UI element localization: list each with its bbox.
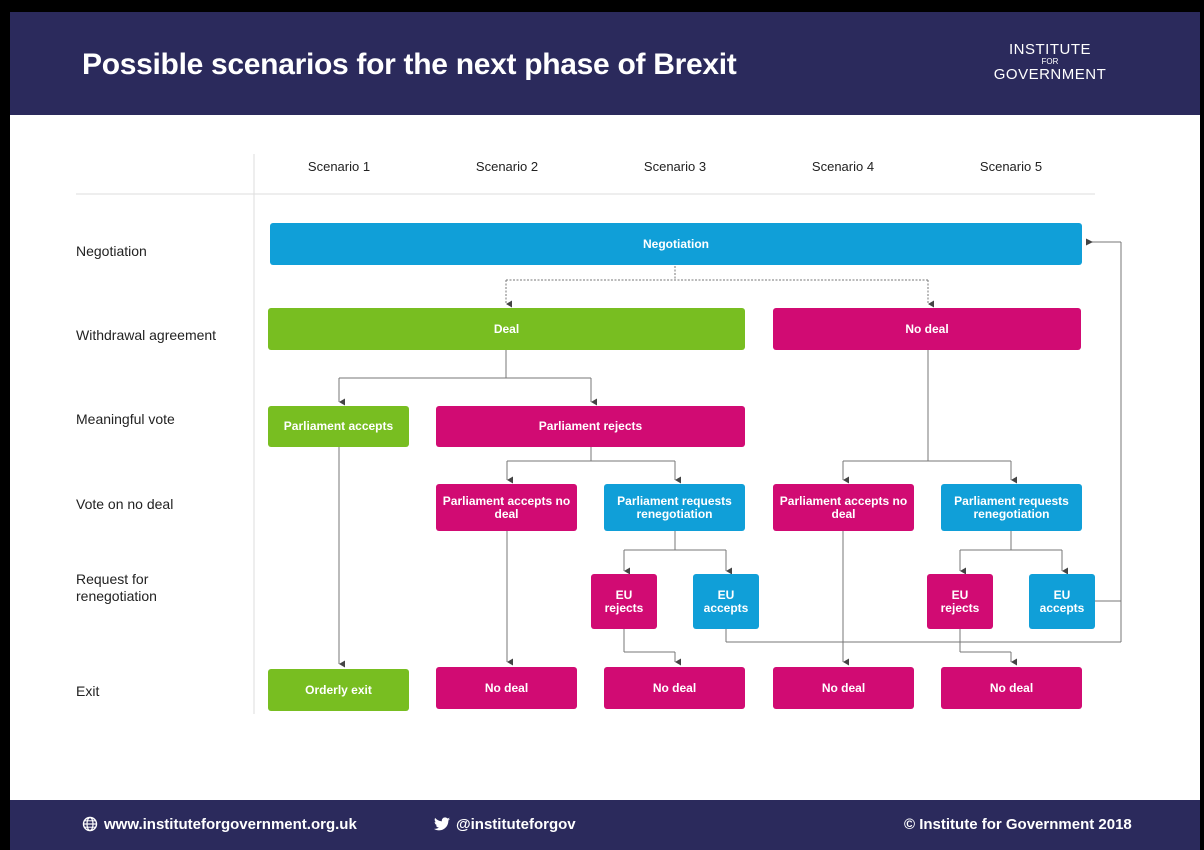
scenario5-eu-accepts-box: EU accepts bbox=[1029, 574, 1095, 629]
page-title: Possible scenarios for the next phase of… bbox=[82, 48, 737, 81]
scenario4-exit-no-deal-box: No deal bbox=[773, 667, 914, 709]
no-deal-box-label: No deal bbox=[905, 321, 949, 336]
parliament-accepts-label: Parliament accepts bbox=[283, 419, 394, 433]
scenario4-accepts-no-deal-box: Parliament accepts no deal bbox=[773, 484, 914, 531]
row-label-exit: Exit bbox=[76, 683, 100, 699]
logo-line-for: FOR bbox=[1041, 57, 1059, 66]
scenario2-exit-no-deal-label: No deal bbox=[484, 680, 529, 695]
footer-twitter[interactable]: @instituteforgov bbox=[434, 816, 576, 833]
column-header-scenario-3: Scenario 3 bbox=[643, 159, 707, 174]
scenario3-requests-renegotiation-label: Parliament requests renegotiation bbox=[617, 493, 732, 521]
twitter-handle-text: @instituteforgov bbox=[456, 816, 576, 833]
negotiation-box-label: Negotiation bbox=[643, 236, 709, 251]
header-bar: Possible scenarios for the next phase of… bbox=[10, 12, 1200, 115]
scenario3-eu-accepts-label: EU accepts bbox=[703, 587, 749, 615]
column-header-scenario-2: Scenario 2 bbox=[475, 159, 539, 174]
logo-line-institute: INSTITUTE bbox=[1009, 41, 1091, 58]
scenario5-requests-renegotiation-box: Parliament requests renegotiation bbox=[941, 484, 1082, 531]
footer-website[interactable]: www.instituteforgovernment.org.uk bbox=[82, 816, 357, 833]
footer-bar: www.instituteforgovernment.org.uk @insti… bbox=[10, 800, 1200, 850]
scenario3-eu-accepts-box: EU accepts bbox=[693, 574, 759, 629]
twitter-bird-icon bbox=[434, 817, 450, 831]
deal-box-label: Deal bbox=[493, 321, 520, 336]
orderly-exit-box: Orderly exit bbox=[268, 669, 409, 711]
scenario3-exit-no-deal-label: No deal bbox=[652, 680, 697, 695]
scenario2-accepts-no-deal-label: Parliament accepts no deal bbox=[442, 493, 571, 521]
column-header-scenario-5: Scenario 5 bbox=[979, 159, 1043, 174]
scenario3-exit-no-deal-box: No deal bbox=[604, 667, 745, 709]
parliament-rejects-label: Parliament rejects bbox=[538, 419, 643, 433]
logo-line-government: GOVERNMENT bbox=[993, 66, 1107, 83]
scenario2-accepts-no-deal-box: Parliament accepts no deal bbox=[436, 484, 577, 531]
scenario4-exit-no-deal-label: No deal bbox=[821, 680, 866, 695]
infographic-frame: Possible scenarios for the next phase of… bbox=[10, 12, 1200, 850]
row-label-withdrawal-agreement: Withdrawal agreement bbox=[76, 327, 217, 343]
globe-icon bbox=[82, 816, 98, 832]
scenario2-exit-no-deal-box: No deal bbox=[436, 667, 577, 709]
orderly-exit-label: Orderly exit bbox=[305, 682, 372, 697]
website-text: www.instituteforgovernment.org.uk bbox=[104, 816, 357, 833]
parliament-rejects-box: Parliament rejects bbox=[436, 406, 745, 447]
negotiation-box: Negotiation bbox=[270, 223, 1082, 265]
row-label-request-for-renegotiation: Request for renegotiation bbox=[76, 571, 157, 604]
column-header-scenario-1: Scenario 1 bbox=[307, 159, 371, 174]
scenario5-requests-renegotiation-label: Parliament requests renegotiation bbox=[954, 493, 1069, 521]
scenario5-exit-no-deal-box: No deal bbox=[941, 667, 1082, 709]
deal-box: Deal bbox=[268, 308, 745, 350]
scenario3-requests-renegotiation-box: Parliament requests renegotiation bbox=[604, 484, 745, 531]
flow-connectors bbox=[76, 154, 1122, 714]
row-label-meaningful-vote: Meaningful vote bbox=[76, 411, 175, 427]
parliament-accepts-box: Parliament accepts bbox=[268, 406, 409, 447]
row-label-vote-on-no-deal: Vote on no deal bbox=[76, 496, 174, 512]
scenario5-exit-no-deal-label: No deal bbox=[989, 680, 1034, 695]
scenario3-eu-rejects-box: EU rejects bbox=[591, 574, 657, 629]
column-header-scenario-4: Scenario 4 bbox=[811, 159, 875, 174]
row-label-negotiation: Negotiation bbox=[76, 243, 147, 259]
scenario5-eu-rejects-label: EU rejects bbox=[940, 587, 980, 615]
scenario3-eu-rejects-label: EU rejects bbox=[604, 587, 644, 615]
scenario5-eu-rejects-box: EU rejects bbox=[927, 574, 993, 629]
no-deal-box: No deal bbox=[773, 308, 1081, 350]
institute-logo: INSTITUTE FOR GOVERNMENT bbox=[990, 42, 1110, 82]
scenario4-accepts-no-deal-label: Parliament accepts no deal bbox=[779, 493, 908, 521]
scenario5-eu-accepts-label: EU accepts bbox=[1039, 587, 1085, 615]
footer-copyright: © Institute for Government 2018 bbox=[904, 816, 1132, 833]
